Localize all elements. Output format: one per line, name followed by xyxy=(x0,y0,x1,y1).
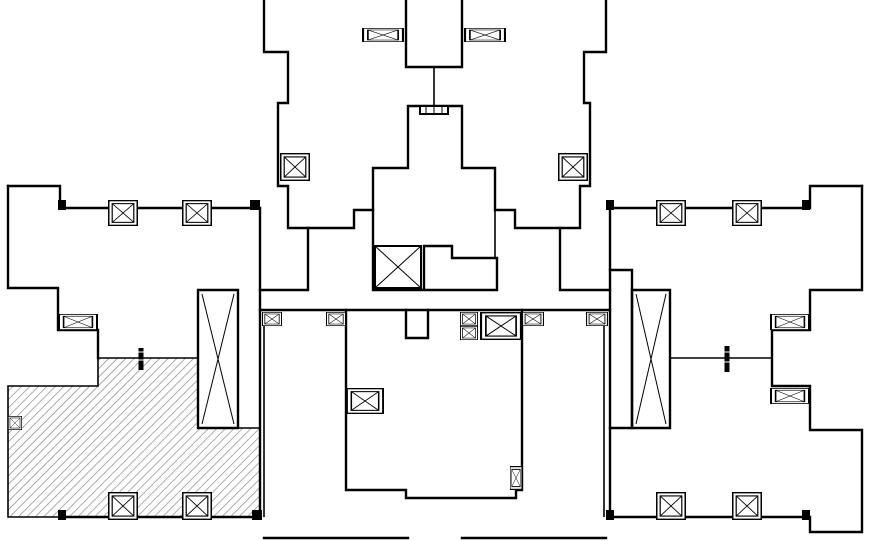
top-unit xyxy=(262,0,608,230)
ac-marker xyxy=(460,326,478,340)
ac-marker xyxy=(770,314,810,330)
ac-marker xyxy=(460,312,478,326)
ac-marker xyxy=(464,28,506,42)
right-unit xyxy=(558,184,864,534)
ac-marker xyxy=(108,200,138,226)
ac-marker xyxy=(326,312,346,326)
ac-marker xyxy=(182,492,212,520)
ac-marker xyxy=(656,200,686,226)
ac-marker xyxy=(732,492,762,520)
ac-marker xyxy=(558,153,588,181)
ac-marker xyxy=(280,153,310,181)
ac-marker xyxy=(108,492,138,520)
ac-marker xyxy=(480,312,522,340)
left-unit xyxy=(6,184,310,520)
ac-marker xyxy=(656,492,686,520)
ac-marker xyxy=(182,200,212,226)
ac-marker xyxy=(8,416,22,430)
ac-marker xyxy=(58,314,98,330)
ac-marker xyxy=(586,312,608,326)
ac-marker xyxy=(346,388,384,414)
lift-shaft xyxy=(374,245,422,289)
ac-marker xyxy=(362,28,404,42)
ac-marker xyxy=(770,388,810,404)
central-core xyxy=(371,208,499,292)
ac-marker xyxy=(732,200,762,226)
ac-marker xyxy=(522,312,544,326)
ac-marker xyxy=(262,312,282,326)
center-unit xyxy=(258,288,612,540)
ac-marker xyxy=(510,466,522,490)
